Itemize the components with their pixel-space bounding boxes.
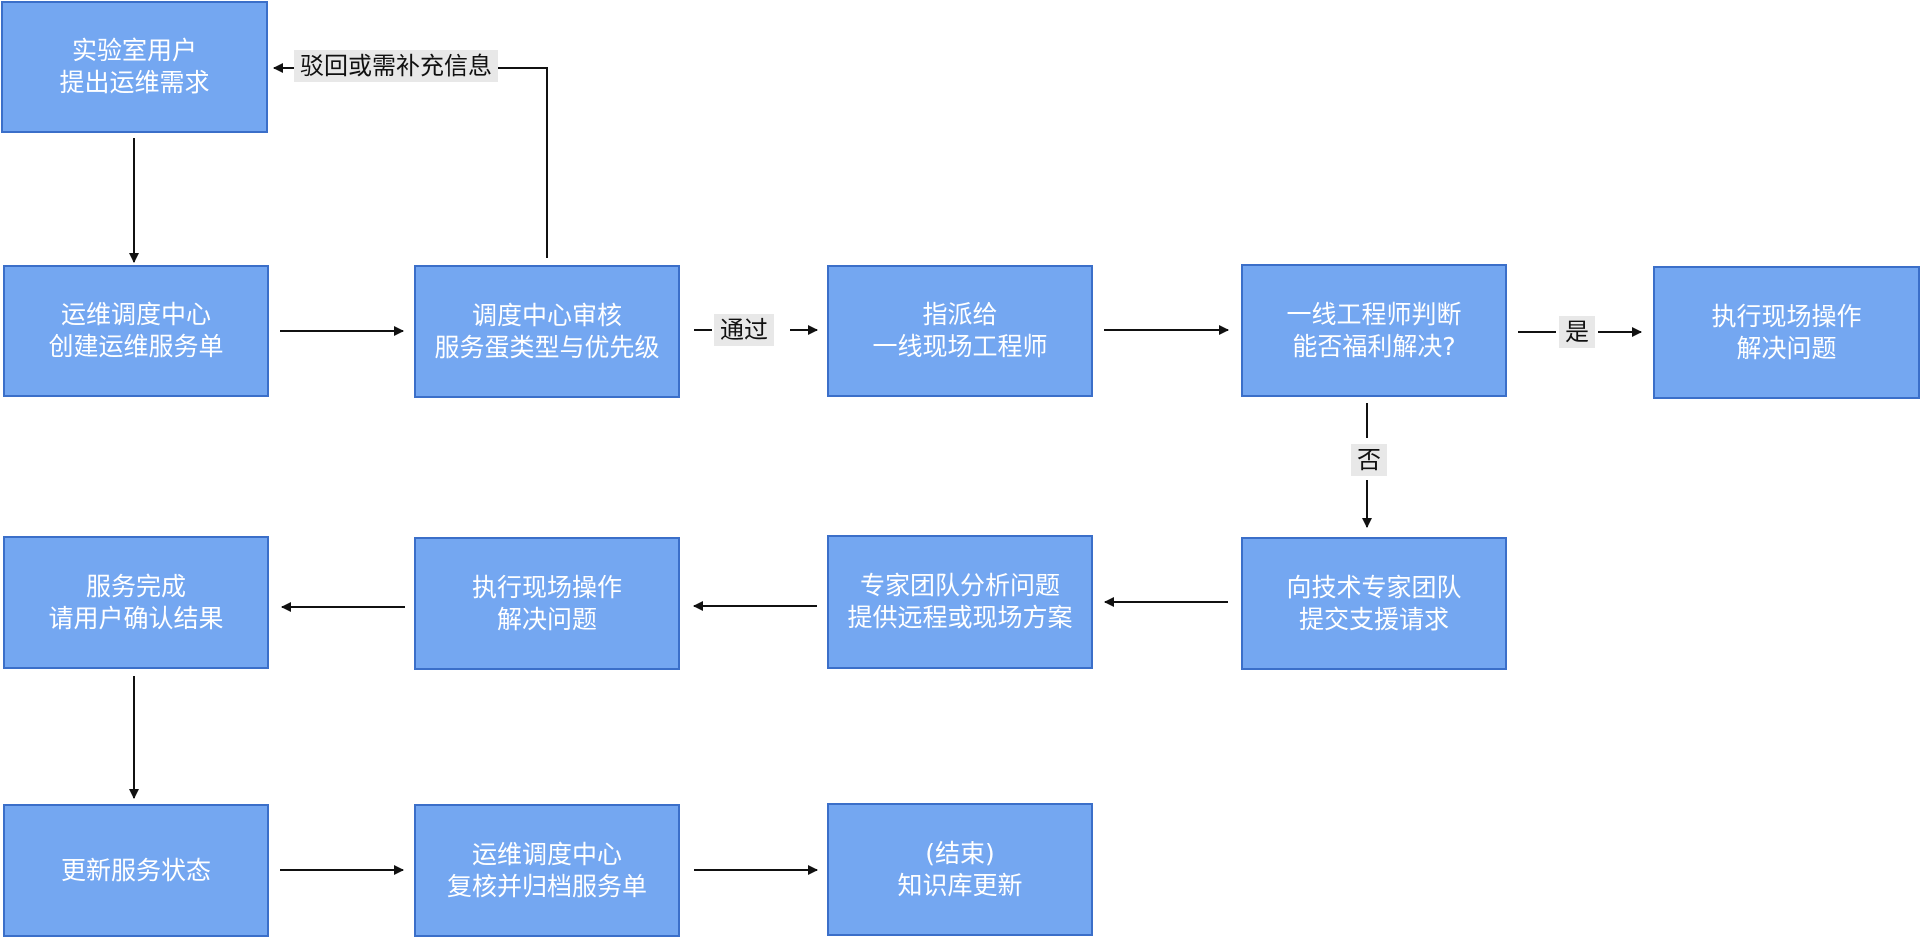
node-create-ticket: 运维调度中心 创建运维服务单 bbox=[3, 265, 269, 397]
node-expert-request-line1: 向技术专家团队 bbox=[1286, 572, 1462, 602]
node-assign-engineer: 指派给 一线现场工程师 bbox=[827, 265, 1093, 397]
node-create-ticket-line2: 创建运维服务单 bbox=[48, 332, 224, 361]
node-archive-ticket-line1: 运维调度中心 bbox=[471, 839, 622, 869]
node-archive-ticket-line2: 复核并归档服务单 bbox=[446, 871, 647, 901]
node-archive-ticket: 运维调度中心 复核并归档服务单 bbox=[414, 804, 680, 937]
node-onsite-fix-bottom-line1: 执行现场操作 bbox=[471, 572, 622, 602]
node-onsite-fix-bottom-line2: 解决问题 bbox=[496, 604, 597, 634]
node-service-complete-line2: 请用户确认结果 bbox=[48, 603, 224, 633]
node-service-complete: 服务完成 请用户确认结果 bbox=[3, 536, 269, 669]
node-review-ticket: 调度中心审核 服务蛋类型与优先级 bbox=[414, 265, 680, 398]
edge-label-pass: 通过 bbox=[714, 314, 774, 346]
node-onsite-fix-top: 执行现场操作 解决问题 bbox=[1653, 266, 1920, 399]
node-end-knowledge-update-line1: (结束) bbox=[925, 838, 995, 868]
node-service-complete-line1: 服务完成 bbox=[85, 571, 186, 601]
node-update-status-line1: 更新服务状态 bbox=[60, 855, 211, 885]
node-end-knowledge-update-line2: 知识库更新 bbox=[897, 870, 1023, 900]
node-expert-request: 向技术专家团队 提交支援请求 bbox=[1241, 537, 1507, 670]
node-onsite-fix-bottom: 执行现场操作 解决问题 bbox=[414, 537, 680, 670]
node-onsite-fix-top-line2: 解决问题 bbox=[1736, 333, 1837, 363]
node-expert-request-line2: 提交支援请求 bbox=[1298, 604, 1449, 634]
node-create-ticket-line1: 运维调度中心 bbox=[60, 300, 211, 329]
node-expert-analysis-line1: 专家团队分析问题 bbox=[859, 571, 1060, 600]
node-expert-analysis: 专家团队分析问题 提供远程或现场方案 bbox=[827, 535, 1093, 669]
node-onsite-fix-top-line1: 执行现场操作 bbox=[1711, 301, 1862, 331]
node-engineer-decision: 一线工程师判断 能否福利解决? bbox=[1241, 264, 1507, 397]
node-lab-user-request-line2: 提出运维需求 bbox=[59, 68, 210, 97]
edge-label-reject: 驳回或需补充信息 bbox=[294, 50, 498, 82]
edge-label-yes: 是 bbox=[1559, 316, 1595, 348]
edge-n3-n1-reject bbox=[273, 63, 548, 258]
node-lab-user-request: 实验室用户 提出运维需求 bbox=[1, 1, 268, 133]
node-assign-engineer-line2: 一线现场工程师 bbox=[872, 332, 1048, 361]
node-update-status: 更新服务状态 bbox=[3, 804, 269, 937]
node-lab-user-request-line1: 实验室用户 bbox=[71, 36, 197, 65]
node-review-ticket-line2: 服务蛋类型与优先级 bbox=[434, 332, 660, 362]
node-expert-analysis-line2: 提供远程或现场方案 bbox=[847, 603, 1073, 632]
node-end-knowledge-update: (结束) 知识库更新 bbox=[827, 803, 1093, 936]
node-review-ticket-line1: 调度中心审核 bbox=[471, 300, 622, 330]
edge-label-no: 否 bbox=[1351, 444, 1387, 476]
node-assign-engineer-line1: 指派给 bbox=[922, 300, 998, 329]
node-engineer-decision-line2: 能否福利解决? bbox=[1292, 331, 1456, 361]
node-engineer-decision-line1: 一线工程师判断 bbox=[1286, 299, 1462, 329]
